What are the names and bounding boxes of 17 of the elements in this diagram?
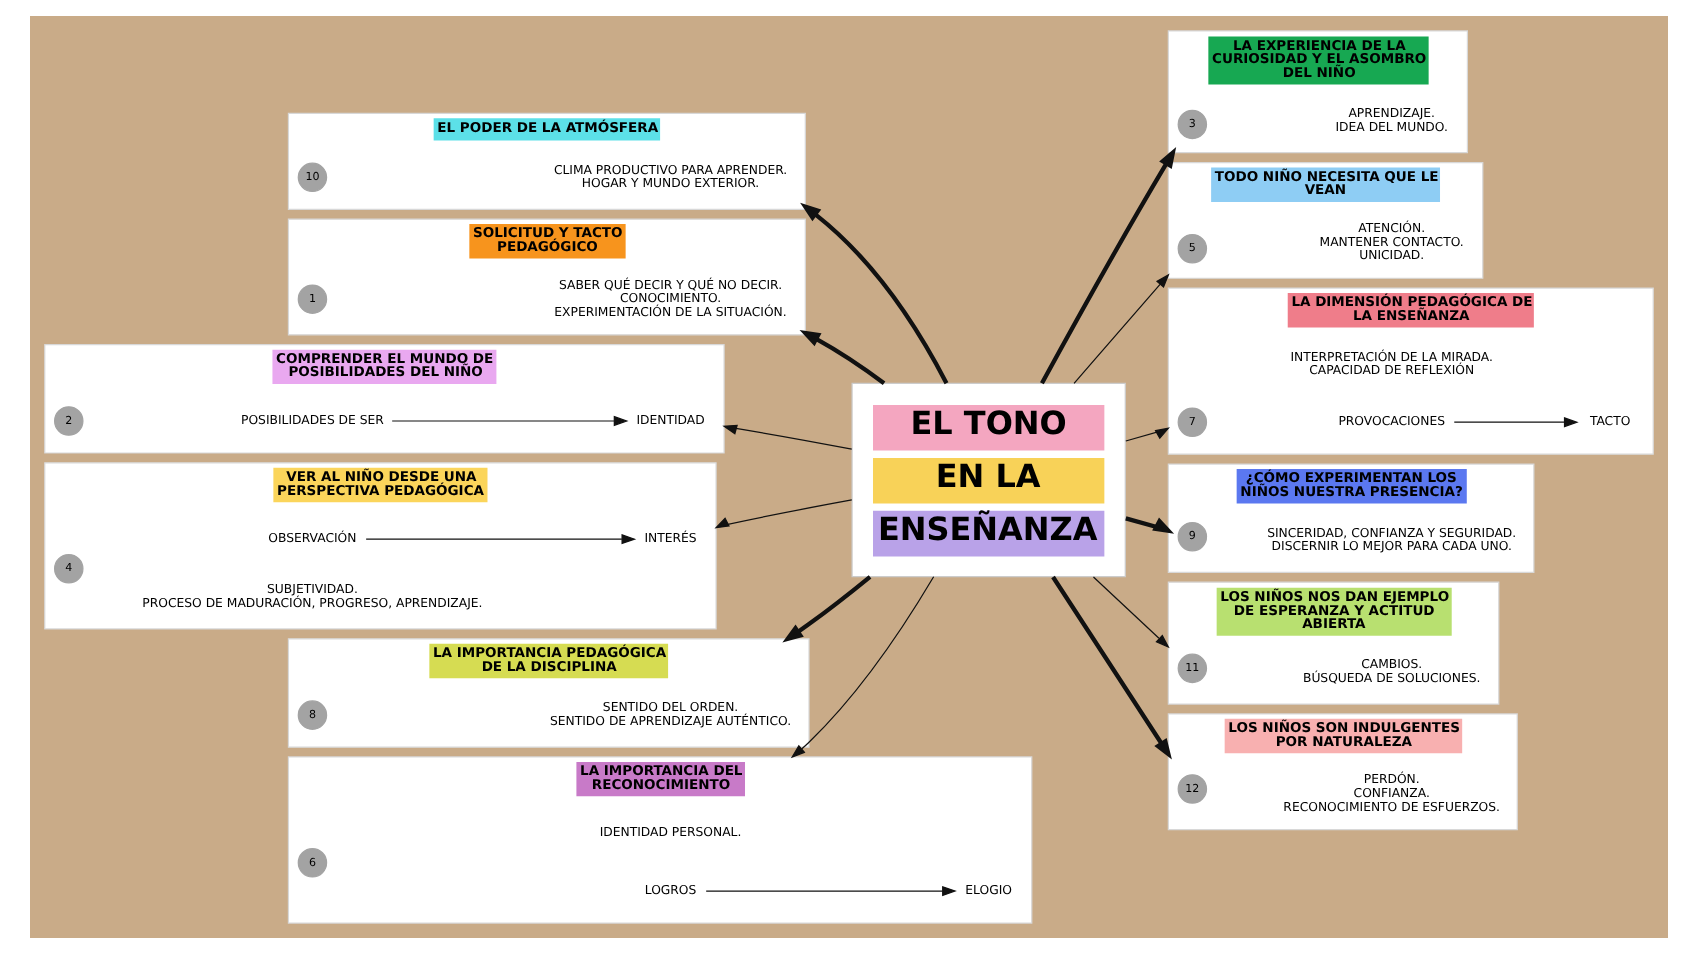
arrow <box>364 533 636 545</box>
arrow <box>1124 516 1174 534</box>
arrow <box>1050 575 1171 760</box>
arrow <box>1452 417 1578 428</box>
arrow <box>1091 576 1169 649</box>
arrow <box>789 576 934 759</box>
arrow <box>1124 427 1169 442</box>
arrow <box>721 424 852 450</box>
arrow <box>1072 273 1169 384</box>
node-box: EL TONO EN LA ENSEÑANZA <box>850 382 1125 578</box>
arrow <box>704 885 956 897</box>
arrow <box>781 575 871 643</box>
arrow <box>1039 147 1176 385</box>
arrow <box>390 415 628 427</box>
arrow <box>799 202 948 385</box>
arrow <box>713 499 852 529</box>
arrow <box>798 329 885 385</box>
